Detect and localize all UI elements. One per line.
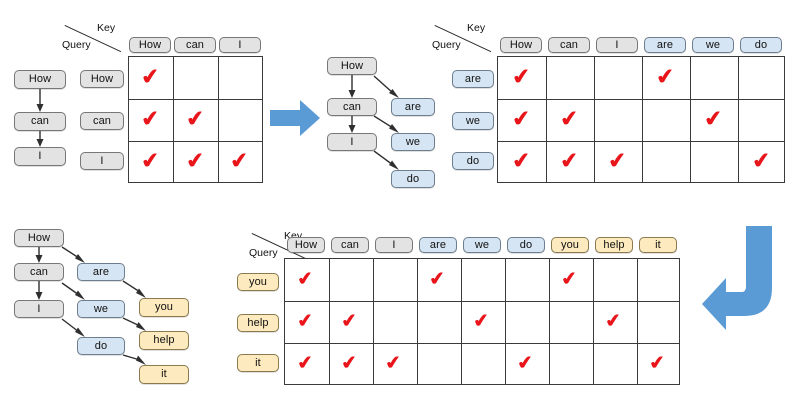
check-mark: ✔	[339, 309, 358, 333]
grid-hline	[498, 141, 784, 143]
tree-node-how[interactable]: How	[14, 70, 66, 89]
check-mark: ✔	[295, 309, 314, 333]
query-label: Query	[62, 39, 91, 51]
tree-node-we[interactable]: we	[77, 300, 125, 318]
tree-node-can[interactable]: can	[14, 112, 66, 131]
check-mark: ✔	[339, 351, 358, 375]
grid-vline	[173, 57, 175, 182]
check-mark: ✔	[647, 351, 666, 375]
col-header-how[interactable]: How	[129, 37, 171, 53]
col-header-i[interactable]: I	[219, 37, 261, 53]
col-header-do[interactable]: do	[507, 237, 545, 253]
grid-hline	[285, 301, 679, 303]
col-header-we[interactable]: we	[463, 237, 501, 253]
col-header-do[interactable]: do	[740, 37, 782, 53]
grid-vline	[593, 259, 595, 384]
key-label: Key	[97, 22, 116, 34]
check-mark: ✔	[295, 351, 314, 375]
grid-vline	[546, 57, 548, 182]
panel1-axis-corner: Key Query	[62, 22, 126, 54]
row-header-can[interactable]: can	[80, 112, 124, 130]
tree-node-i[interactable]: I	[327, 133, 377, 151]
query-label: Query	[432, 39, 461, 51]
check-mark: ✔	[427, 267, 446, 291]
row-header-it[interactable]: it	[237, 354, 279, 372]
check-mark: ✔	[515, 351, 534, 375]
grid-vline	[690, 57, 692, 182]
check-mark: ✔	[295, 267, 314, 291]
attention-matrix-step-2[interactable]: ✔ ✔ ✔ ✔ ✔ ✔ ✔ ✔ ✔	[497, 56, 785, 183]
col-header-can[interactable]: can	[174, 37, 216, 53]
grid-hline	[129, 141, 262, 143]
col-header-can[interactable]: can	[548, 37, 590, 53]
col-header-you[interactable]: you	[551, 237, 589, 253]
attention-matrix-step-1[interactable]: ✔ ✔ ✔ ✔ ✔ ✔	[128, 56, 263, 183]
grid-vline	[738, 57, 740, 182]
grid-vline	[642, 57, 644, 182]
check-mark: ✔	[559, 267, 578, 291]
grid-vline	[505, 259, 507, 384]
col-header-how[interactable]: How	[287, 237, 325, 253]
tree-node-how[interactable]: How	[14, 229, 64, 247]
tree-node-are[interactable]: are	[391, 98, 435, 116]
tree-node-can[interactable]: can	[14, 263, 64, 281]
col-header-help[interactable]: help	[595, 237, 633, 253]
tree-node-help[interactable]: help	[139, 331, 189, 350]
panel2-axis-corner: Key Query	[432, 22, 496, 54]
col-header-i[interactable]: I	[375, 237, 413, 253]
grid-vline	[594, 57, 596, 182]
tree-node-we[interactable]: we	[391, 133, 435, 151]
grid-vline	[373, 259, 375, 384]
grid-vline	[417, 259, 419, 384]
col-header-are[interactable]: are	[419, 237, 457, 253]
tree-node-do[interactable]: do	[391, 170, 435, 188]
tree-node-how[interactable]: How	[327, 57, 377, 75]
check-mark: ✔	[383, 351, 402, 375]
grid-vline	[329, 259, 331, 384]
col-header-are[interactable]: are	[644, 37, 686, 53]
row-header-how[interactable]: How	[80, 70, 124, 88]
grid-hline	[129, 99, 262, 101]
step-2-to-step-3-arrow	[702, 226, 772, 330]
tree-node-do[interactable]: do	[77, 337, 125, 355]
check-mark: ✔	[603, 309, 622, 333]
grid-vline	[218, 57, 220, 182]
col-header-we[interactable]: we	[692, 37, 734, 53]
tree-node-are[interactable]: are	[77, 263, 125, 281]
step-1-to-step-2-arrow	[270, 100, 320, 136]
row-header-we[interactable]: we	[452, 112, 494, 130]
col-header-can[interactable]: can	[331, 237, 369, 253]
tree-node-i[interactable]: I	[14, 147, 66, 166]
tree-node-i[interactable]: I	[14, 300, 64, 318]
grid-vline	[549, 259, 551, 384]
check-mark: ✔	[471, 309, 490, 333]
grid-hline	[498, 99, 784, 101]
row-header-are[interactable]: are	[452, 70, 494, 88]
attention-matrix-step-3[interactable]: ✔ ✔ ✔ ✔ ✔ ✔ ✔ ✔ ✔ ✔ ✔ ✔	[284, 258, 680, 385]
grid-hline	[285, 343, 679, 345]
col-header-i[interactable]: I	[596, 37, 638, 53]
tree-node-can[interactable]: can	[327, 98, 377, 116]
col-header-how[interactable]: How	[500, 37, 542, 53]
row-header-help[interactable]: help	[237, 314, 279, 332]
col-header-it[interactable]: it	[639, 237, 677, 253]
grid-vline	[461, 259, 463, 384]
row-header-do[interactable]: do	[452, 152, 494, 170]
row-header-i[interactable]: I	[80, 152, 124, 170]
grid-vline	[637, 259, 639, 384]
tree-node-it[interactable]: it	[139, 365, 189, 384]
query-label: Query	[249, 247, 278, 259]
row-header-you[interactable]: you	[237, 273, 279, 291]
key-label: Key	[467, 22, 486, 34]
tree-node-you[interactable]: you	[139, 298, 189, 317]
